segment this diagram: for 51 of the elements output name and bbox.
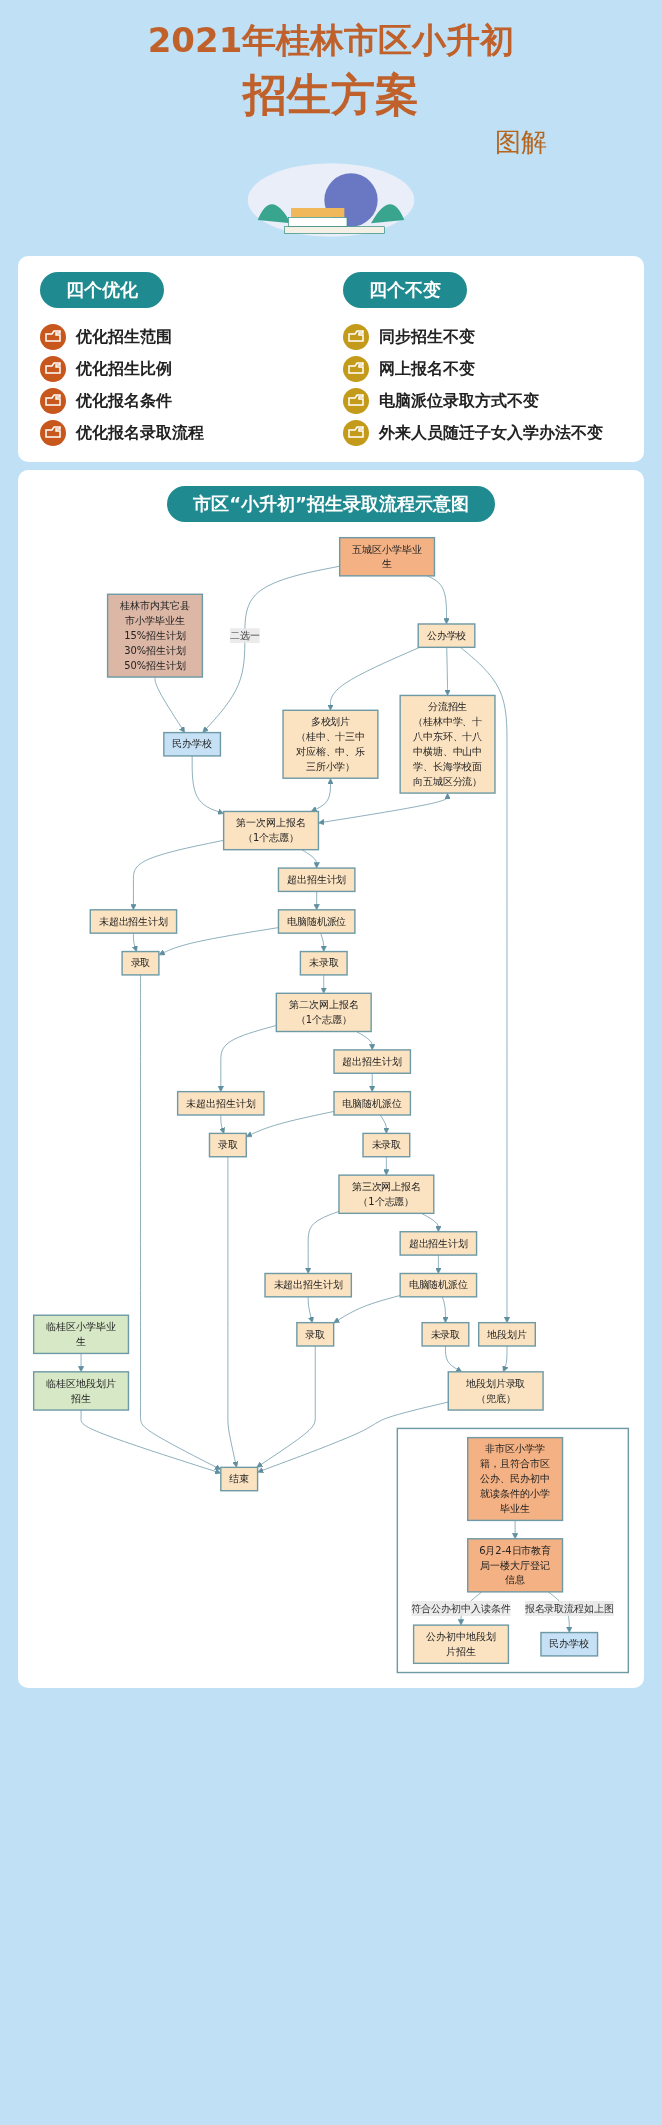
node-box: 未超出招生计划 xyxy=(89,909,178,934)
cluster xyxy=(396,1427,630,1674)
edge-label: 报名录取流程如上图 xyxy=(524,1602,614,1614)
node-box: 临桂区小学毕业生 xyxy=(32,1314,130,1355)
node-box: 非市区小学学籍，且符合市区公办、民办初中就读条件的小学毕业生 xyxy=(467,1436,564,1522)
node-box: 超出招生计划 xyxy=(399,1231,478,1256)
node-box: 电脑随机派位 xyxy=(333,1090,412,1116)
node-box: 公办学校 xyxy=(417,623,476,649)
list-item: 同步招生不变 xyxy=(379,326,476,348)
node-box: 超出招生计划 xyxy=(277,867,356,893)
node-box: 录取 xyxy=(121,950,160,976)
node-box: 五城区小学毕业生 xyxy=(338,536,436,577)
node-box: 多校划片 （桂中、十三中对应榕、中、乐三所小学） xyxy=(282,709,379,779)
title: 2021年桂林市区小升初 xyxy=(147,19,515,62)
node-box: 录取 xyxy=(208,1132,247,1158)
node-box: 第三次网上报名（1个志愿） xyxy=(338,1174,435,1215)
node-box: 第一次网上报名（1个志愿） xyxy=(222,810,320,851)
list-item: 优化招生范围 xyxy=(76,326,173,348)
node-box: 公办初中地段划片招生 xyxy=(412,1624,510,1665)
list-item: 网上报名不变 xyxy=(379,358,476,380)
node-box: 6月2-4日市教育局一楼大厅登记信息 xyxy=(467,1538,564,1593)
subtitle: 招生方案 xyxy=(243,68,419,122)
node-box: 结束 xyxy=(220,1466,259,1492)
node-box: 未超出招生计划 xyxy=(176,1090,265,1116)
node-box: 未录取 xyxy=(421,1321,470,1347)
edge-label: 二选一 xyxy=(230,629,260,641)
node-box: 分流招生 （桂林中学、十八中东环、十八中横塘、中山中学、长海学校面向五城区分流） xyxy=(399,694,496,794)
node-box: 未录取 xyxy=(362,1132,411,1158)
node-box: 未录取 xyxy=(299,950,348,976)
section-header: 四个不变 xyxy=(343,272,468,308)
list-item: 优化报名条件 xyxy=(76,390,173,412)
node-box: 第二次网上报名（1个志愿） xyxy=(275,992,372,1033)
node-box: 电脑随机派位 xyxy=(277,909,356,934)
node-box: 电脑随机派位 xyxy=(399,1272,478,1298)
node-box: 临桂区地段划片招生 xyxy=(32,1371,130,1411)
node-box: 超出招生计划 xyxy=(333,1049,412,1074)
node-box: 未超出招生计划 xyxy=(264,1272,353,1298)
node-box: 地段划片录取（兜底） xyxy=(447,1371,544,1411)
node-box: 民办学校 xyxy=(163,731,222,757)
subtitle-note: 图解 xyxy=(495,126,547,159)
node-box: 桂林市内其它县市小学毕业生 15%招生计划 30%招生计划 50%招生计划 xyxy=(106,593,204,678)
list-item: 优化报名录取流程 xyxy=(76,422,205,444)
section-header: 四个优化 xyxy=(40,272,165,308)
edge-label: 符合公办初中入读条件 xyxy=(411,1602,511,1614)
section-header: 市区“小升初”招生录取流程示意图 xyxy=(167,486,495,522)
node-box: 民办学校 xyxy=(540,1631,599,1657)
list-item: 电脑派位录取方式不变 xyxy=(379,390,540,412)
list-item: 外来人员随迁子女入学办法不变 xyxy=(379,422,604,444)
node-box: 录取 xyxy=(296,1321,335,1347)
node-box: 地段划片 xyxy=(478,1321,536,1347)
list-item: 优化招生比例 xyxy=(76,358,173,380)
